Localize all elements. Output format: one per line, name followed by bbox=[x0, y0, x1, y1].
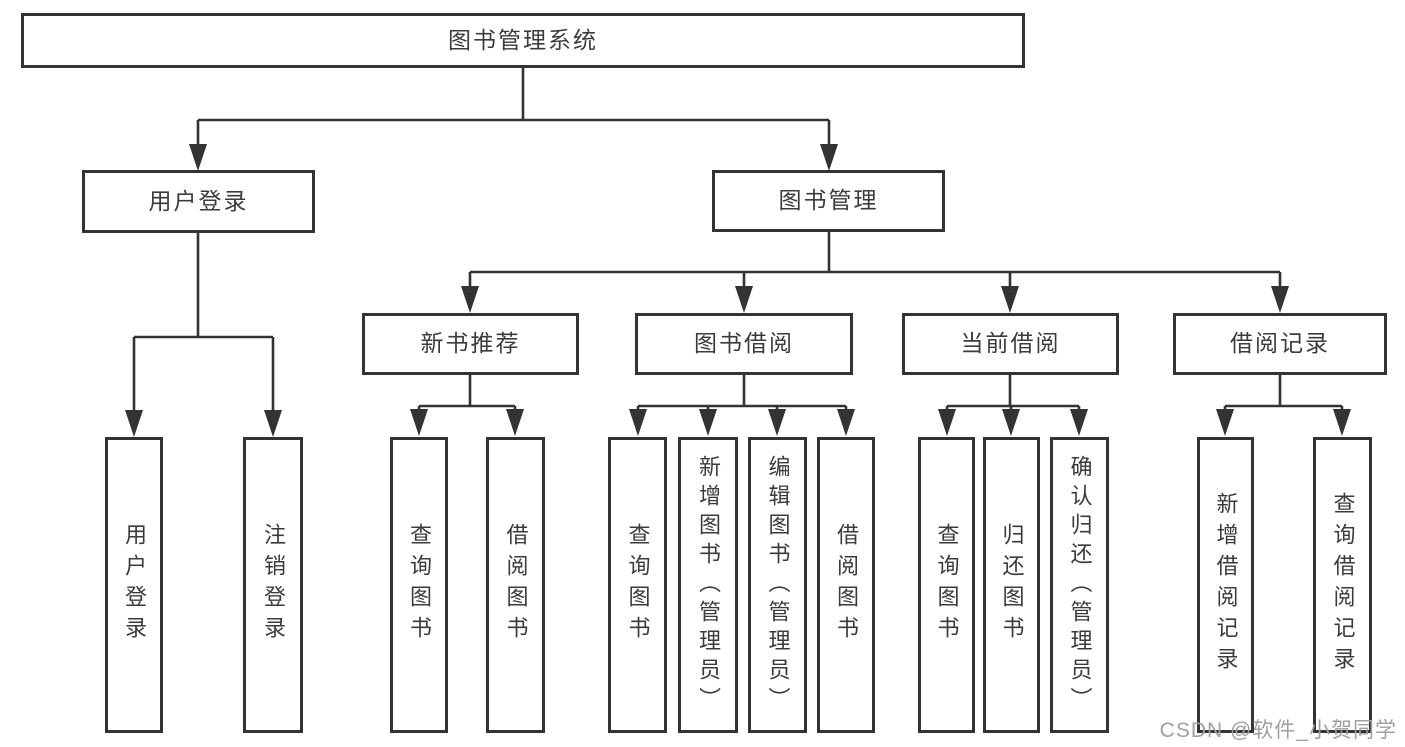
leaf-query-borrow-record: 查询借阅记录 bbox=[1313, 437, 1372, 733]
connector-line bbox=[1223, 375, 1344, 418]
connector-line bbox=[132, 233, 275, 419]
node-label: 用户登录 bbox=[148, 187, 249, 214]
node-label: 新书推荐 bbox=[420, 330, 521, 357]
leaf-query-books-recommend: 查询图书 bbox=[390, 437, 448, 733]
node-label: 新增借阅记录 bbox=[1213, 492, 1239, 678]
node-label: 借阅记录 bbox=[1230, 330, 1330, 357]
node-label: 借阅图书 bbox=[834, 523, 859, 647]
node-label: 查询图书 bbox=[407, 523, 432, 647]
node-label: 借阅图书 bbox=[503, 523, 529, 647]
leaf-borrow-books: 借阅图书 bbox=[817, 437, 875, 733]
leaf-return-books: 归还图书 bbox=[983, 437, 1040, 733]
arrowhead-icon bbox=[125, 144, 1351, 437]
leaf-add-borrow-record: 新增借阅记录 bbox=[1197, 437, 1254, 733]
node-label: 编辑图书（管理员） bbox=[765, 454, 791, 716]
node-label: 新增图书（管理员） bbox=[696, 454, 721, 716]
node-new-book-recommend: 新书推荐 bbox=[362, 313, 579, 375]
node-label: 图书管理 bbox=[778, 187, 879, 214]
connector-line bbox=[636, 375, 848, 418]
node-label: 确认归还（管理员） bbox=[1067, 454, 1093, 716]
node-label: 图书管理系统 bbox=[448, 26, 598, 53]
node-book-management: 图书管理 bbox=[712, 170, 945, 232]
node-label: 注销登录 bbox=[261, 523, 286, 647]
leaf-borrow-books-recommend: 借阅图书 bbox=[486, 437, 545, 733]
node-label: 归还图书 bbox=[999, 523, 1025, 647]
leaf-confirm-return-admin: 确认归还（管理员） bbox=[1050, 437, 1109, 733]
node-label: 查询图书 bbox=[625, 523, 651, 647]
node-root: 图书管理系统 bbox=[21, 13, 1025, 68]
node-user-login: 用户登录 bbox=[82, 170, 315, 233]
connector-line bbox=[417, 375, 517, 418]
node-label: 查询借阅记录 bbox=[1330, 492, 1356, 678]
watermark: CSDN @软件_小贺同学 bbox=[1159, 719, 1397, 742]
connector-line bbox=[196, 68, 831, 152]
node-borrow-records: 借阅记录 bbox=[1173, 313, 1387, 375]
leaf-query-books-current: 查询图书 bbox=[918, 437, 975, 733]
node-label: 图书借阅 bbox=[694, 330, 794, 357]
connector-line bbox=[468, 232, 1282, 295]
node-label: 当前借阅 bbox=[960, 330, 1061, 357]
leaf-query-books-borrow: 查询图书 bbox=[608, 437, 667, 733]
leaf-add-books-admin: 新增图书（管理员） bbox=[678, 437, 738, 733]
node-label: 查询图书 bbox=[934, 523, 960, 647]
leaf-user-login: 用户登录 bbox=[105, 437, 163, 733]
leaf-edit-books-admin: 编辑图书（管理员） bbox=[748, 437, 807, 733]
node-book-borrow: 图书借阅 bbox=[635, 313, 853, 375]
node-current-borrow: 当前借阅 bbox=[902, 313, 1119, 375]
node-label: 用户登录 bbox=[122, 523, 147, 647]
leaf-logout: 注销登录 bbox=[243, 437, 303, 733]
